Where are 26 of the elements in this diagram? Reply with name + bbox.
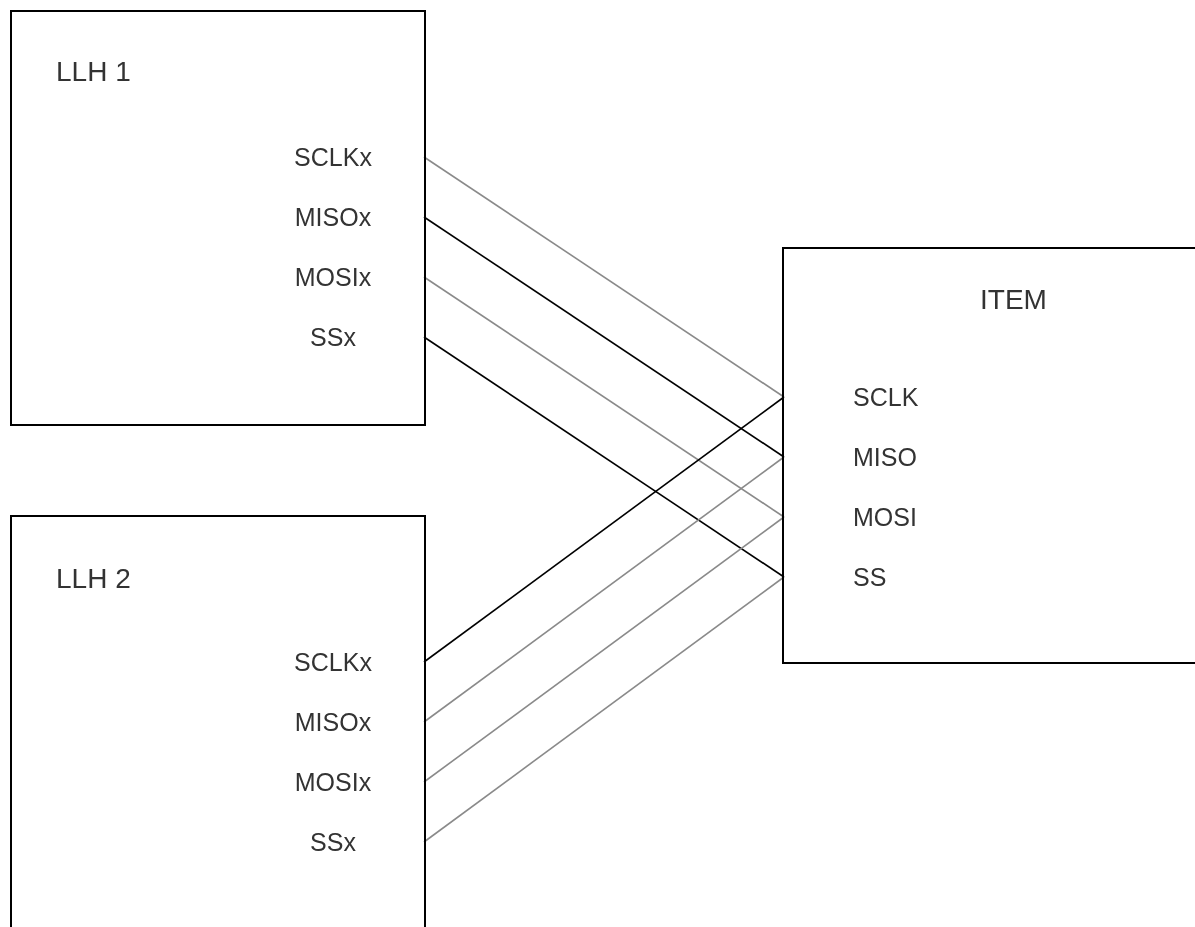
block-title: LLH 1 bbox=[56, 58, 131, 86]
block-box bbox=[10, 515, 426, 927]
pin-label: SSx bbox=[269, 825, 424, 859]
block-box bbox=[10, 10, 426, 426]
block-title: LLH 2 bbox=[56, 565, 131, 593]
pin-label: MOSIx bbox=[269, 765, 424, 799]
connector-line bbox=[423, 276, 785, 518]
block-title: ITEM bbox=[980, 286, 1047, 314]
pin-label: SCLK bbox=[784, 380, 964, 414]
pin-label: MOSI bbox=[784, 500, 964, 534]
pin-label: SSx bbox=[269, 320, 424, 354]
connector-line bbox=[423, 216, 785, 458]
pin-label: SCLKx bbox=[269, 140, 424, 174]
block-box bbox=[782, 247, 1195, 664]
pin-label: SCLKx bbox=[269, 645, 424, 679]
connector-line bbox=[423, 396, 785, 663]
pin-label: MISO bbox=[784, 440, 964, 474]
connector-line bbox=[423, 336, 785, 578]
connector-line bbox=[423, 516, 785, 783]
pin-label: MISOx bbox=[269, 200, 424, 234]
connector-line bbox=[423, 576, 785, 843]
connector-line bbox=[423, 456, 785, 723]
connector-line bbox=[423, 156, 785, 398]
pin-label: MISOx bbox=[269, 705, 424, 739]
pin-label: SS bbox=[784, 560, 964, 594]
pin-label: MOSIx bbox=[269, 260, 424, 294]
